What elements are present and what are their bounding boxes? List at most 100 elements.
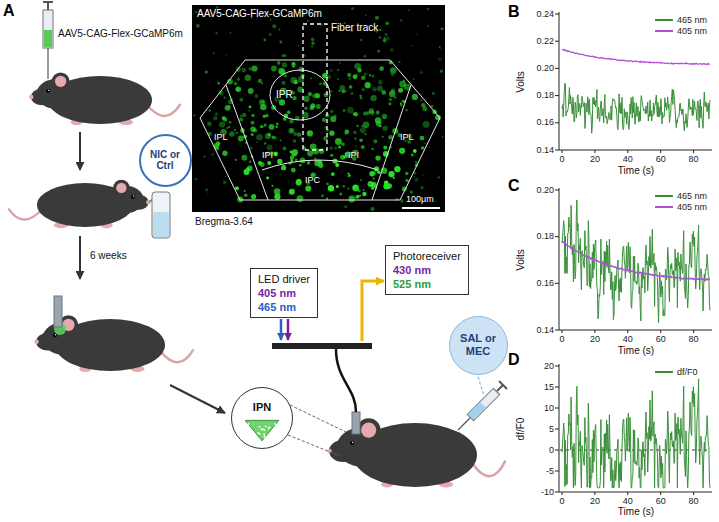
fluorescence-spot [288,128,294,134]
fluorescence-spot [386,21,390,25]
tick-mark [555,150,559,151]
mouse-tail [148,105,180,116]
fluorescence-spot [353,186,356,189]
legend-text: 465 nm [676,191,708,202]
fluorescence-spot [344,205,347,208]
tick-mark [555,387,559,388]
mouse-eye-glint [352,442,353,443]
fiber-coupler [272,343,372,349]
fluorescence-spot [383,145,387,149]
fluorescence-spot [209,109,211,111]
tick-mark [555,450,559,451]
fluorescence-spot [338,145,341,148]
ipn-inset-circle: IPN [231,387,293,449]
fluorescence-spot [390,67,397,74]
fluorescence-spot [251,194,256,199]
fluorescence-spot [410,191,413,194]
fluorescence-spot [225,105,231,111]
fluorescence-spot [211,153,214,156]
cell-dot [259,433,261,435]
tick-mark [660,150,661,153]
cell-dot [268,427,270,429]
axis-title: Volts [515,71,527,93]
fluorescence-spot [440,48,441,49]
fluorescence-spot [272,24,276,28]
fluorescence-spot [272,185,274,187]
fluorescence-spot [398,88,403,93]
tick-mark [693,150,694,153]
fluorescence-spot [271,66,277,72]
fluorescence-spot [355,195,359,199]
fluorescence-spot [308,92,312,96]
fluorescence-spot [267,161,271,165]
fluorescence-spot [400,104,402,106]
node-text: IPN [253,401,271,414]
fluorescence-spot [330,69,333,72]
fluorescence-spot [219,121,225,127]
fluorescence-spot [348,196,355,203]
fluorescence-spot [368,181,374,187]
tick-label: 20 [544,361,554,372]
fluorescence-spot [405,179,408,182]
fluorescence-spot [360,39,363,42]
panel-letter: B [508,2,520,21]
fluorescence-spot [229,131,234,136]
tick-mark [627,150,628,153]
tick-label: 20 [590,334,600,345]
fluorescence-spot [274,194,280,200]
legend-line [655,195,673,197]
tick-label: 0.24 [536,9,554,20]
fluorescence-spot [371,74,374,77]
fluorescence-spot [350,92,353,95]
fluorescence-spot [375,117,381,123]
panel-letter: A [3,1,15,20]
fluorescence-spot [385,33,388,36]
tick-mark [555,41,559,42]
fluorescence-spot [265,133,271,139]
fluorescence-spot [363,189,365,191]
fluorescence-spot [420,136,425,141]
fluorescence-spot [301,54,302,55]
tick-label: 80 [689,334,699,345]
tick-label: 0.14 [536,145,554,156]
syringe-plunger [43,1,53,3]
tick-mark [555,471,559,472]
mouse-eye [131,195,135,199]
tick-mark [555,283,559,284]
fluorescence-spot [363,55,366,58]
legend-line [655,30,673,32]
fluorescence-spot [281,165,286,170]
tick-label: 40 [623,496,633,507]
fluorescence-spot [351,7,354,10]
fluorescence-spot [365,82,371,88]
fluorescence-spot [277,61,280,64]
syringe-plunger [47,2,49,10]
tick-label: 10 [544,403,554,414]
fluorescence-spot [348,174,350,176]
tick-label: -10 [541,487,554,498]
fluorescence-spot [329,131,334,136]
tick-label: 20 [590,496,600,507]
fluorescence-spot [360,127,366,133]
tick-label: 0 [559,334,564,345]
fluorescence-spot [343,109,346,112]
fluorescence-spot [432,92,435,95]
fluorescence-spot [311,42,315,46]
tick-mark [594,150,595,153]
x-axis [559,330,712,331]
fluorescence-spot [421,186,424,189]
mouse-eye-glint [55,334,56,335]
fluorescence-spot [269,124,275,130]
fluorescence-spot [226,127,228,129]
fluorescence-spot [303,96,309,102]
tick-mark [555,122,559,123]
tick-label: -5 [546,466,554,477]
fluorescence-spot [359,95,361,97]
fluorescence-spot [356,125,358,127]
fluorescence-spot [235,159,237,161]
fluorescence-spot [335,138,342,145]
flow-arrow [79,132,81,170]
fluorescence-spot [415,178,419,182]
syringe-plunger [499,381,507,389]
fluorescence-spot [284,74,287,77]
